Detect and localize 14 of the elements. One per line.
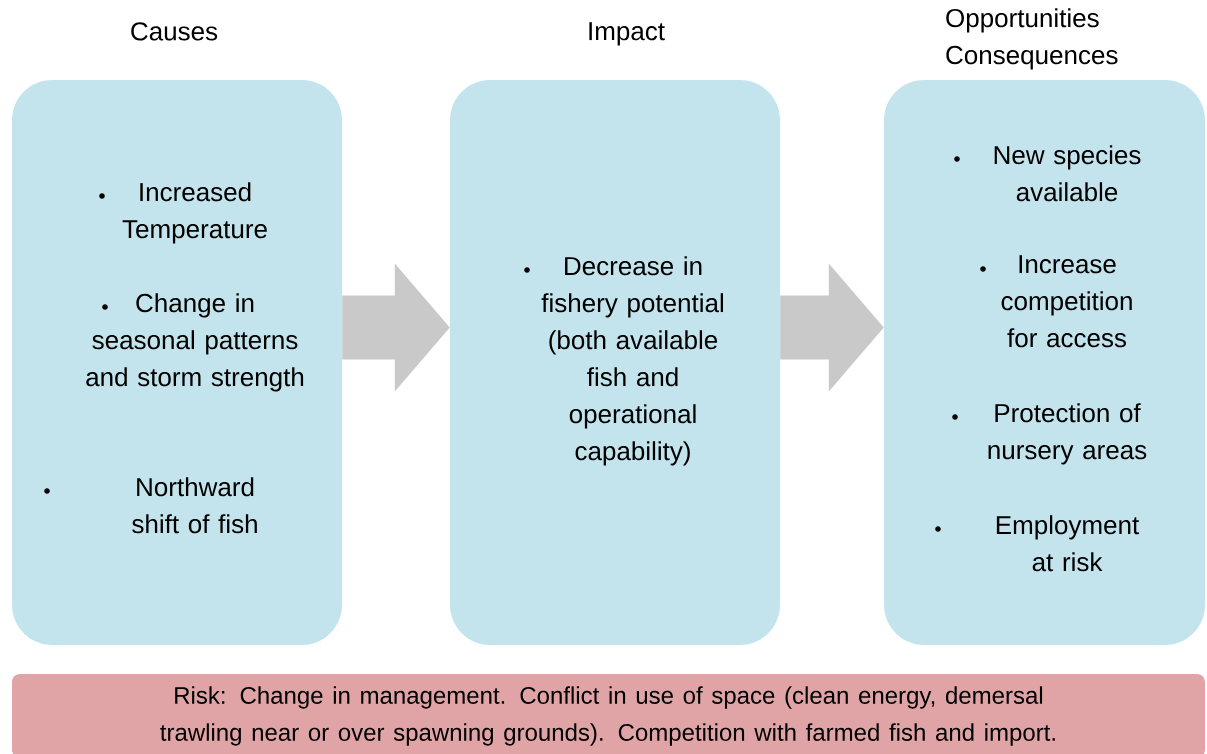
bullet-item: Decrease in fishery potential (both available fish and operational capability) <box>524 256 723 466</box>
bullet-item: Northward shift of fish <box>44 477 257 534</box>
risk-box: Risk: Change in management. Conflict in use of space (clean energy, demersal trawling near or over spawning grounds). Competition with farmed fish and import. <box>12 674 1205 754</box>
block-arrow <box>342 263 450 392</box>
bullet-item: Employment at risk <box>935 515 1140 572</box>
bullet-item: Change in seasonal patterns and storm strength <box>86 293 304 392</box>
column-heading: Impact <box>589 22 665 46</box>
bullet-item: Protection of nursery areas <box>952 403 1147 465</box>
bullet-item: Increase competition for access <box>980 255 1132 348</box>
bullet-item: New species available <box>954 145 1141 202</box>
bullet-item: Increased Temperature <box>99 182 267 244</box>
column-heading: Opportunities Consequences <box>946 8 1118 70</box>
block-arrow <box>780 263 884 392</box>
column-heading: Causes <box>131 22 218 41</box>
